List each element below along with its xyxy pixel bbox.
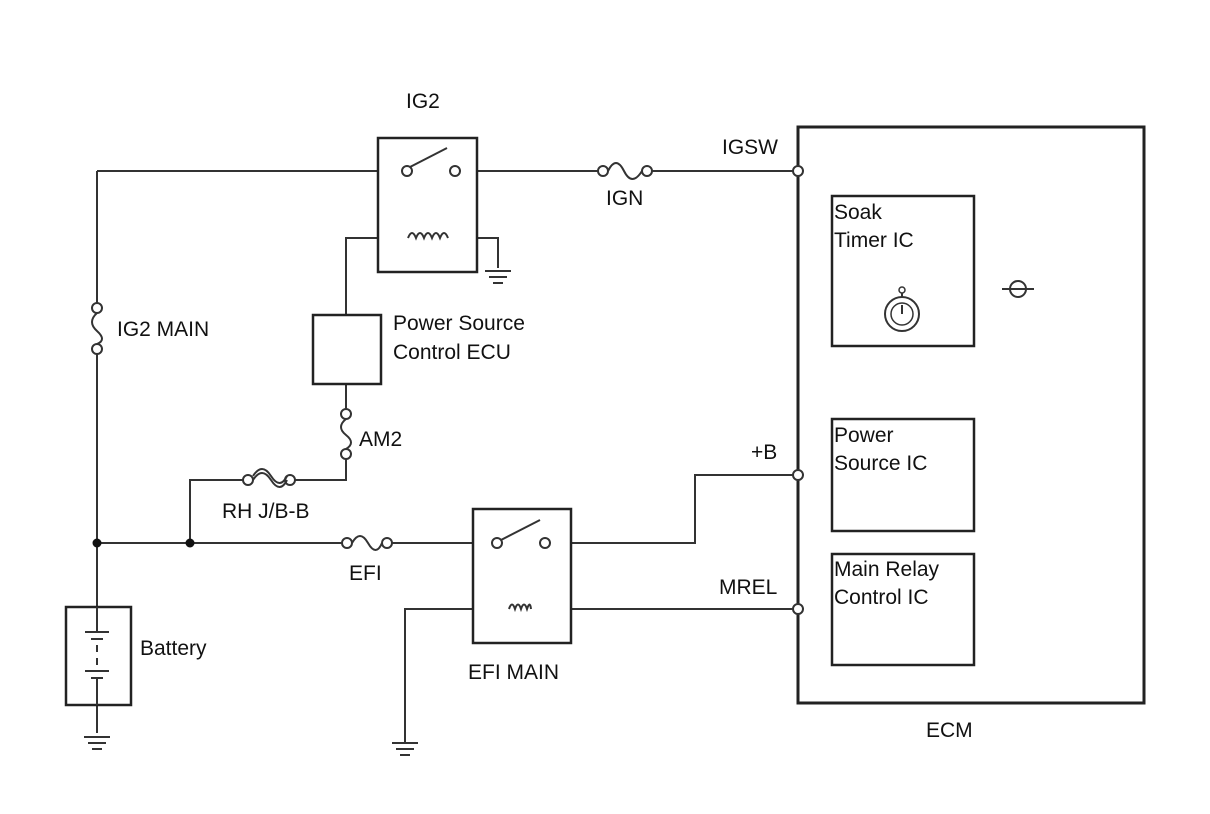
ig2-relay [376,136,479,274]
ig2-main-fuse-icon [91,302,103,355]
efi-label: EFI [349,562,382,585]
power-source-control-ecu [311,313,383,386]
igsw-terminal [792,165,804,177]
ground-icon [84,736,110,750]
ground-icon [392,742,418,756]
ecm-label: ECM [926,719,973,742]
plus-b-label: +B [751,441,777,464]
ign-fuse-icon [597,162,653,180]
ig2-coil-icon [407,232,449,241]
plus-b-terminal [792,469,804,481]
main-relay-ic-label-2: Control IC [834,586,929,609]
ign-label: IGN [606,187,643,210]
efi-fuse-icon [341,535,393,551]
power-terminal-icon [1002,280,1034,298]
battery-label: Battery [140,637,207,660]
power-source-ic-label-1: Power [834,424,894,447]
am2-fuse-icon [340,408,352,460]
igsw-label: IGSW [722,136,778,159]
ground-icon [485,270,511,284]
main-relay-ic-label-1: Main Relay [834,558,940,581]
rh-jb-fuse-icon [242,468,296,488]
am2-label: AM2 [359,428,402,451]
mrel-label: MREL [719,576,777,599]
ig2-main-label: IG2 MAIN [117,318,209,341]
junction-battery [92,538,102,548]
mrel-terminal [792,603,804,615]
efi-main-coil-icon [508,603,532,613]
power-source-ic-label-2: Source IC [834,452,927,475]
junction-rh-jb [185,538,195,548]
soak-timer-label-2: Timer IC [834,229,914,252]
battery [64,605,133,707]
rh-jb-label: RH J/B-B [222,500,310,523]
timer-clock-icon [884,286,920,332]
efi-main-relay [471,507,573,645]
efi-main-label: EFI MAIN [468,661,559,684]
ig2-label: IG2 [406,90,440,113]
power-source-ic [830,417,976,533]
power-source-ecu-label-2: Control ECU [393,341,511,364]
power-source-ecu-label-1: Power Source [393,312,525,335]
soak-timer-label-1: Soak [834,201,882,224]
main-relay-control-ic [830,552,976,667]
